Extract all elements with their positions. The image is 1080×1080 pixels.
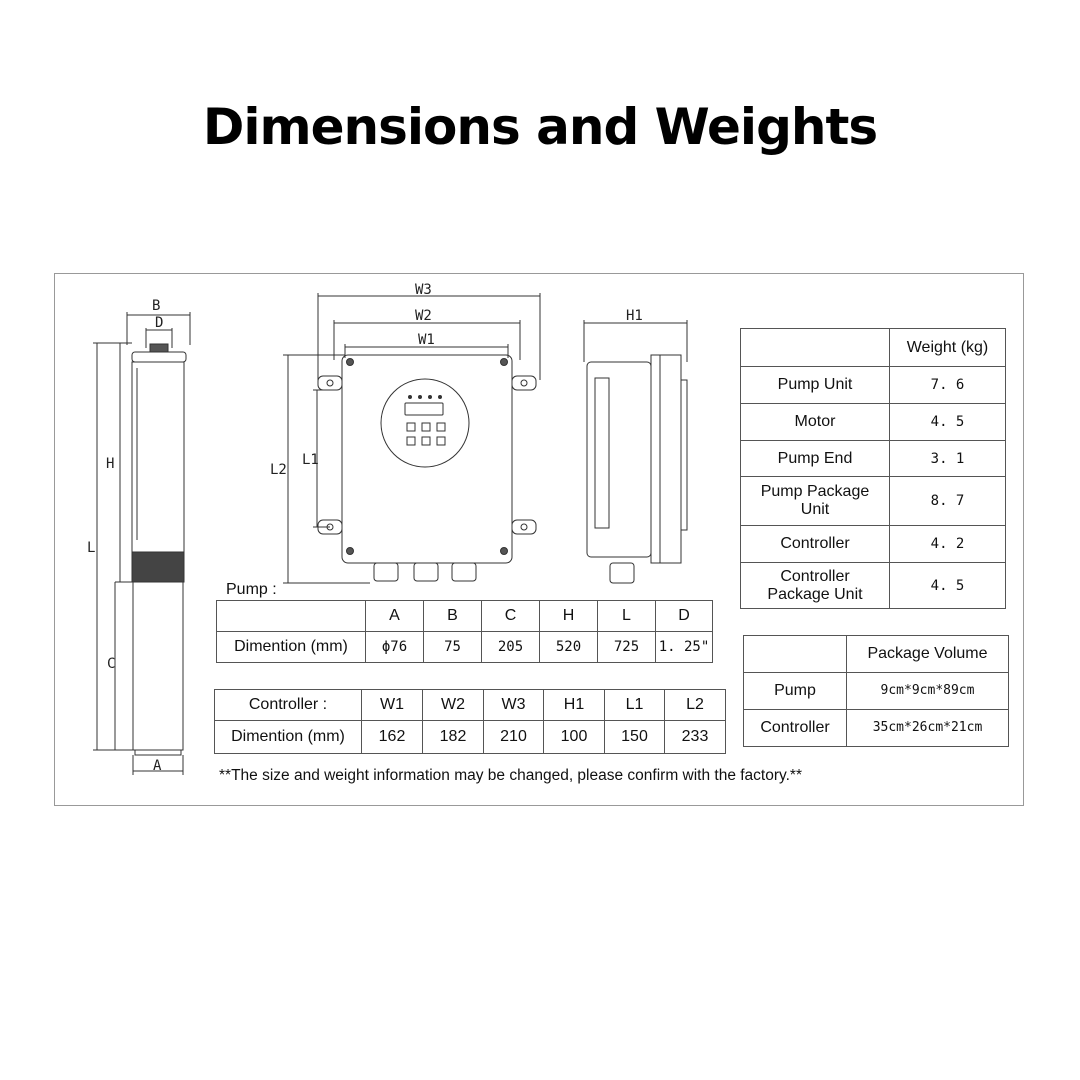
table-cell: Pump Package Unit <box>740 476 890 526</box>
table-cell: 205 <box>481 631 540 663</box>
table-cell: 35cm*26cm*21cm <box>846 709 1009 747</box>
table-cell <box>740 328 890 367</box>
table-cell: L <box>597 600 656 632</box>
table-cell: ϕ76 <box>365 631 424 663</box>
table-cell: Package Volume <box>846 635 1009 673</box>
table-cell: Weight (kg) <box>889 328 1006 367</box>
table-cell: H <box>539 600 598 632</box>
dim-label-l: L <box>87 540 95 556</box>
controller-front-drawing: W3 W2 W1 L2 L1 <box>270 282 541 584</box>
table-cell: Pump End <box>740 440 890 477</box>
table-cell: W1 <box>361 689 423 721</box>
dim-label-h1: H1 <box>626 308 643 324</box>
table-header-row: Package Volume <box>743 635 1009 673</box>
table-cell: Dimention (mm) <box>216 631 366 663</box>
table-cell: 210 <box>483 720 544 754</box>
table-header-row: A B C H L D <box>216 600 713 632</box>
table-cell: 8. 7 <box>889 476 1006 526</box>
table-header-row: Weight (kg) <box>740 328 1006 367</box>
table-cell: 7. 6 <box>889 366 1006 404</box>
pump-table-caption: Pump : <box>226 581 277 598</box>
dim-label-l2: L2 <box>270 462 287 478</box>
table-cell: 162 <box>361 720 423 754</box>
controller-side-drawing: H1 <box>583 308 688 584</box>
dim-label-d: D <box>155 315 163 331</box>
table-cell: W2 <box>422 689 484 721</box>
table-cell: 100 <box>543 720 605 754</box>
table-cell: L1 <box>604 689 665 721</box>
table-cell: 3. 1 <box>889 440 1006 477</box>
table-cell: D <box>655 600 713 632</box>
dim-label-w2: W2 <box>415 308 432 324</box>
table-cell: 150 <box>604 720 665 754</box>
dim-label-a: A <box>153 758 162 774</box>
dim-label-b: B <box>152 298 160 314</box>
table-cell: 4. 2 <box>889 525 1006 563</box>
table-cell: 75 <box>423 631 482 663</box>
table-cell: Controller : <box>214 689 362 721</box>
pump-dimension-table: A B C H L D Dimention (mm) ϕ76 75 205 52… <box>216 600 713 663</box>
page-title: Dimensions and Weights <box>202 98 878 156</box>
table-cell: Pump Unit <box>740 366 890 404</box>
table-cell: 1. 25" <box>655 631 713 663</box>
dim-label-w1: W1 <box>418 332 435 348</box>
table-cell: B <box>423 600 482 632</box>
table-cell: Dimention (mm) <box>214 720 362 754</box>
dim-label-h: H <box>106 456 114 472</box>
disclaimer-note: **The size and weight information may be… <box>219 767 802 784</box>
table-cell <box>216 600 366 632</box>
table-cell: L2 <box>664 689 726 721</box>
table-row: Dimention (mm) 162 182 210 100 150 233 <box>214 720 726 754</box>
table-cell: 4. 5 <box>889 562 1006 609</box>
table-cell: Pump <box>743 672 847 710</box>
table-cell: 233 <box>664 720 726 754</box>
diagram-frame <box>54 273 1024 806</box>
table-cell: H1 <box>543 689 605 721</box>
table-cell: Motor <box>740 403 890 441</box>
controller-dimension-table: Controller : W1 W2 W3 H1 L1 L2 Dimention… <box>214 689 726 754</box>
pump-drawing: B D H L C A <box>87 298 191 775</box>
table-cell: W3 <box>483 689 544 721</box>
table-row: Dimention (mm) ϕ76 75 205 520 725 1. 25" <box>216 631 713 663</box>
dim-label-w3: W3 <box>415 282 432 298</box>
table-cell: 725 <box>597 631 656 663</box>
table-cell: Controller <box>743 709 847 747</box>
table-cell: A <box>365 600 424 632</box>
table-cell: 182 <box>422 720 484 754</box>
table-cell: 520 <box>539 631 598 663</box>
table-cell <box>743 635 847 673</box>
dim-label-c: C <box>107 656 115 672</box>
table-header-row: Controller : W1 W2 W3 H1 L1 L2 <box>214 689 726 721</box>
table-cell: C <box>481 600 540 632</box>
table-cell: Controller <box>740 525 890 563</box>
table-cell: 9cm*9cm*89cm <box>846 672 1009 710</box>
table-cell: Controller Package Unit <box>740 562 890 609</box>
table-cell: 4. 5 <box>889 403 1006 441</box>
dim-label-l1: L1 <box>302 452 319 468</box>
